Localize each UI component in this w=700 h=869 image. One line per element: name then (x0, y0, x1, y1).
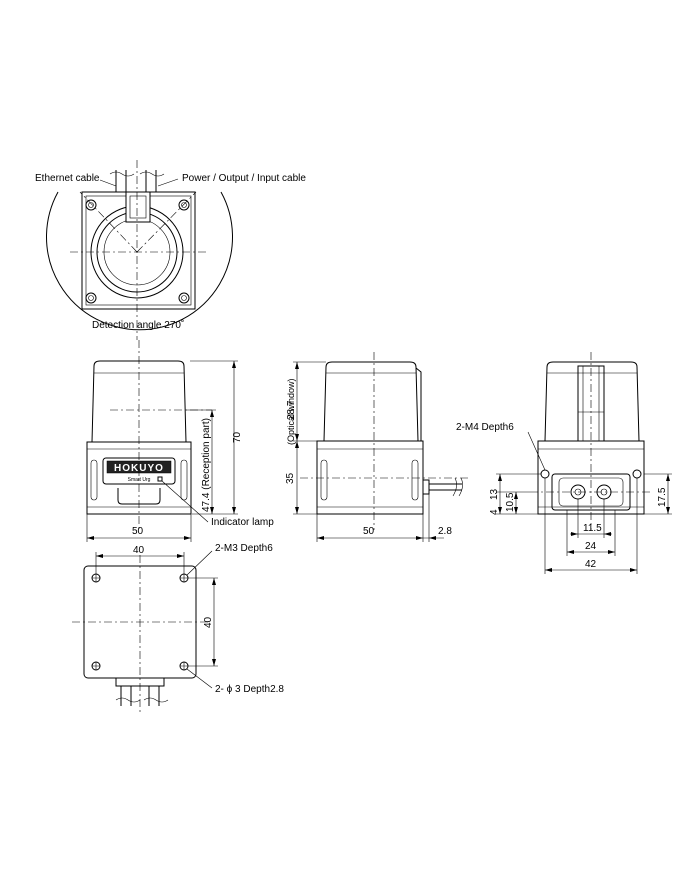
side-cable-break (452, 477, 463, 497)
dim-bottom-40-top: 40 (133, 545, 145, 556)
indicator-leader (161, 480, 209, 523)
dim-side-2-8: 2.8 (438, 526, 452, 537)
side-connector (422, 479, 430, 495)
bottom-cables (120, 686, 160, 706)
bottom-view: 40 40 2-M3 Depth6 2- ϕ 3 Depth2.8 (72, 543, 284, 715)
rear-optical-cap (544, 361, 640, 442)
detection-angle-label: Detection angle 270˚ (92, 319, 184, 331)
dim-front-50: 50 (132, 526, 144, 537)
power-leader (157, 178, 179, 187)
ethernet-cable-label: Ethernet cable (35, 173, 100, 184)
indicator-lamp (157, 476, 163, 482)
brand-logo: HOKUYO (114, 463, 164, 474)
top-cables (115, 170, 157, 192)
top-view: Ethernet cable Power / Output / Input ca… (35, 160, 306, 340)
dim-rear-42: 42 (585, 559, 597, 570)
front-view: HOKUYO Smart Urg 70 47.4 (Reception part… (86, 340, 274, 542)
ethernet-leader (99, 179, 117, 187)
rear-m4-hole-right (632, 469, 642, 479)
side-view: 28.7 (Optical window) 35 50 2.8 (285, 352, 470, 542)
dim-reception-part: 47.4 (Reception part) (201, 418, 212, 512)
dim-rear-4: 4 (489, 509, 500, 515)
dim-70: 70 (232, 431, 243, 443)
m3-depth-label: 2-M3 Depth6 (215, 543, 273, 554)
dim-rear-13: 13 (489, 488, 500, 500)
indicator-lamp-label: Indicator lamp (211, 517, 274, 528)
dim-rear-10-5: 10.5 (505, 492, 516, 512)
m3-leader (186, 550, 213, 576)
detection-arc (46, 191, 233, 331)
m4-leader (527, 431, 546, 471)
dim-optical-window-label: (Optical window) (286, 378, 296, 445)
dim-rear-11-5: 11.5 (583, 523, 602, 534)
side-optical-cap (323, 361, 419, 442)
phi3-depth-label: 2- ϕ 3 Depth2.8 (215, 684, 284, 695)
dim-rear-17-5: 17.5 (657, 487, 668, 507)
power-cable-label: Power / Output / Input cable (182, 173, 306, 184)
m4-depth-label: 2-M4 Depth6 (456, 422, 514, 433)
top-screws (85, 199, 190, 304)
phi3-leader (186, 668, 213, 689)
dim-side-35: 35 (285, 472, 296, 484)
side-body (316, 440, 424, 515)
dim-bottom-40-side: 40 (203, 616, 214, 628)
dim-side-50: 50 (363, 526, 375, 537)
dim-optical-window-value: 28.7 (286, 400, 297, 420)
rear-view: 2-M4 Depth6 13 10.5 4 17.5 11.5 24 42 (456, 352, 672, 574)
dim-rear-24: 24 (585, 541, 597, 552)
front-optical-cap (91, 360, 187, 443)
top-connector (125, 191, 151, 223)
rear-m4-hole-left (540, 469, 550, 479)
